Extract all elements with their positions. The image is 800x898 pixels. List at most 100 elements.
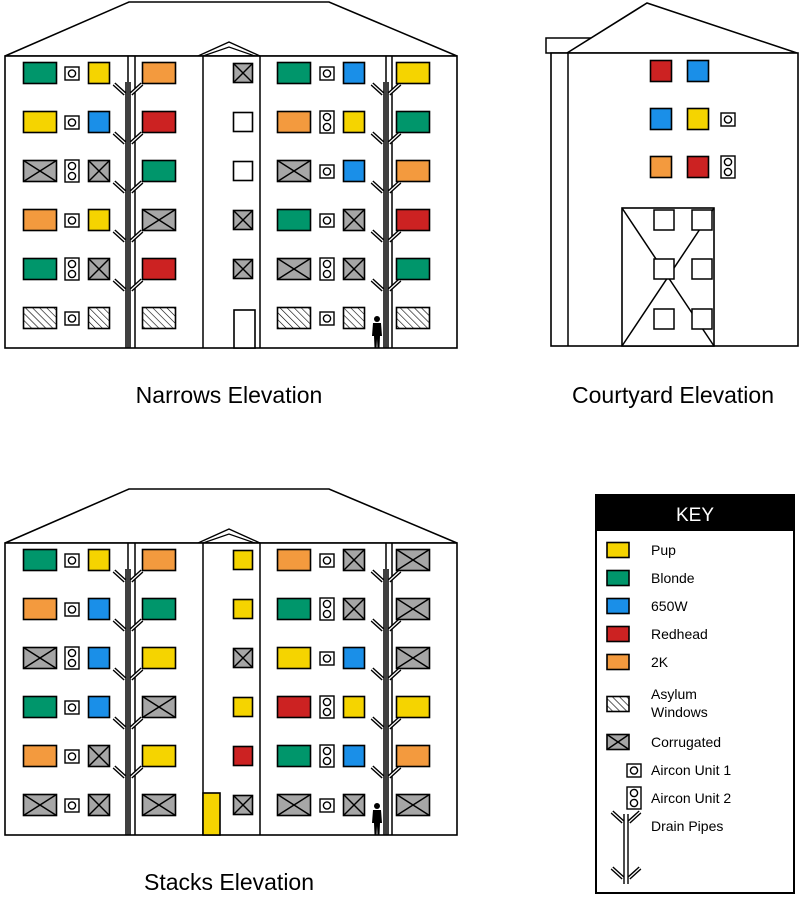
corrugated-window	[232, 258, 254, 280]
door	[233, 309, 256, 349]
pup-window	[232, 598, 254, 620]
asylum-window	[22, 306, 58, 330]
asylum-window	[395, 306, 431, 330]
corrugated-window	[342, 597, 366, 621]
aircon-unit-2-icon	[319, 597, 335, 621]
narrows-elevation-building	[4, 1, 458, 349]
key-label: Redhead	[651, 626, 708, 642]
pup-window	[22, 110, 58, 134]
aircon-unit-1-icon	[64, 700, 80, 715]
blonde-window	[141, 159, 177, 183]
k2-window	[22, 208, 58, 232]
drain-pipe-icon	[610, 810, 642, 884]
key-item-redhead: Redhead	[606, 625, 708, 643]
corrugated-window	[395, 793, 431, 817]
blonde-window	[22, 61, 58, 85]
w650-window	[87, 695, 111, 719]
asylum-window	[87, 306, 111, 330]
key-label: Pup	[651, 542, 676, 558]
blonde-window	[276, 744, 312, 768]
pup-window	[87, 61, 111, 85]
corrugated-window	[342, 793, 366, 817]
k2-window	[276, 110, 312, 134]
aircon-unit-1-icon	[319, 66, 335, 81]
aircon-unit-1-icon	[319, 213, 335, 228]
corrugated-window	[395, 597, 431, 621]
corrugated-window	[342, 548, 366, 572]
key-frame	[595, 494, 795, 894]
key-item-drain: Drain Pipes	[610, 810, 723, 884]
k2-window	[649, 155, 673, 179]
aircon-unit-1-icon	[319, 798, 335, 813]
blonde-window	[395, 257, 431, 281]
blonde-window	[395, 110, 431, 134]
asylum-window	[606, 695, 630, 713]
blonde-window	[141, 597, 177, 621]
pup-window	[342, 110, 366, 134]
person-silhouette	[372, 803, 382, 835]
aircon-unit-2-icon	[319, 257, 335, 281]
redhead-window	[232, 745, 254, 767]
corrugated-window	[276, 257, 312, 281]
aircon-unit-1-icon	[319, 651, 335, 666]
pup-window	[395, 695, 431, 719]
plain-window	[232, 111, 254, 133]
pup-window	[232, 549, 254, 571]
corrugated-window	[395, 646, 431, 670]
k2-window	[141, 548, 177, 572]
aircon-unit-1-icon	[64, 213, 80, 228]
key-item-w650: 650W	[606, 597, 688, 615]
k2-window	[22, 744, 58, 768]
stacks-caption: Stacks Elevation	[144, 869, 314, 895]
drain-pipe	[112, 82, 144, 348]
blonde-window	[276, 597, 312, 621]
aircon-unit-1-icon	[720, 112, 736, 127]
pup-window	[395, 61, 431, 85]
asylum-window	[342, 306, 366, 330]
blonde-window	[606, 569, 630, 587]
blonde-window	[22, 548, 58, 572]
key-label: Aircon Unit 1	[651, 762, 731, 778]
asylum-window	[276, 306, 312, 330]
key-item-ac1: Aircon Unit 1	[626, 762, 731, 778]
pup-window	[87, 208, 111, 232]
aircon-unit-1-icon	[64, 115, 80, 130]
corrugated-window	[232, 647, 254, 669]
corrugated-window	[22, 646, 58, 670]
aircon-unit-2-icon	[626, 786, 642, 810]
corrugated-window	[606, 733, 630, 751]
pup-window	[342, 695, 366, 719]
key-item-ac2: Aircon Unit 2	[626, 786, 731, 810]
corrugated-window	[276, 159, 312, 183]
key-label: 650W	[651, 598, 688, 614]
redhead-window	[649, 59, 673, 83]
corrugated-window	[87, 159, 111, 183]
blonde-window	[276, 208, 312, 232]
blonde-window	[276, 61, 312, 85]
w650-window	[342, 646, 366, 670]
corrugated-window	[395, 548, 431, 572]
w650-window	[686, 59, 710, 83]
aircon-unit-1-icon	[64, 749, 80, 764]
braced-panel	[621, 207, 715, 347]
pup-window	[141, 744, 177, 768]
pup-window	[686, 107, 710, 131]
key-item-blonde: Blonde	[606, 569, 695, 587]
corrugated-window	[342, 257, 366, 281]
k2-window	[276, 548, 312, 572]
blonde-window	[22, 695, 58, 719]
w650-window	[87, 646, 111, 670]
facade-wall	[4, 55, 458, 349]
corrugated-window	[232, 794, 254, 816]
redhead-window	[606, 625, 630, 643]
corrugated-window	[22, 159, 58, 183]
key-label: 2K	[651, 654, 669, 670]
courtyard-elevation-building	[545, 2, 799, 347]
w650-window	[342, 159, 366, 183]
stacks-elevation-building	[4, 488, 458, 836]
k2-window	[141, 61, 177, 85]
